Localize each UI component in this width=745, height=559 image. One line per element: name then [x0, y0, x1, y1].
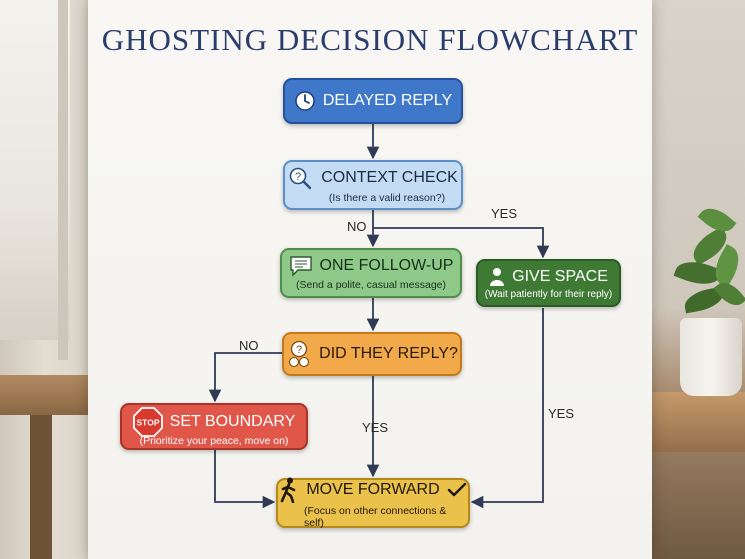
node-did-they-reply: ? DID THEY REPLY? — [282, 332, 462, 376]
edge-label-context-yes: YES — [491, 206, 518, 221]
person-icon — [489, 267, 505, 287]
node-context-check-sub: (Is there a valid reason?) — [328, 192, 446, 204]
node-set-boundary: STOP SET BOUNDARY (Prioritize your peace… — [120, 403, 308, 450]
edge-label-reply-yes: YES — [362, 420, 389, 435]
node-delayed-reply: DELAYED REPLY — [283, 78, 463, 124]
node-move-forward: MOVE FORWARD (Focus on other connections… — [276, 477, 470, 529]
node-give-space-sub: (Wait patiently for their reply) — [484, 288, 613, 300]
background-desk-leg — [30, 415, 52, 559]
stop-sign-icon: STOP — [132, 406, 163, 437]
edge-label-context-no: NO — [347, 219, 367, 234]
edge-label-space-yes: YES — [548, 406, 575, 421]
node-did-they-reply-label: DID THEY REPLY? — [319, 345, 458, 362]
background-shelf — [650, 392, 745, 452]
node-context-check: ? CONTEXT CHECK (Is there a valid reason… — [283, 160, 463, 210]
background-plant-pot — [680, 318, 742, 396]
node-give-space-label: GIVE SPACE — [512, 267, 608, 285]
node-give-space: GIVE SPACE (Wait patiently for their rep… — [476, 259, 621, 307]
question-coins-icon: ? — [286, 340, 312, 368]
node-one-follow-up-sub: (Send a polite, casual message) — [296, 279, 446, 291]
node-move-forward-sub: (Focus on other connections & self) — [304, 505, 447, 529]
walking-person-icon — [279, 477, 299, 503]
svg-text:?: ? — [296, 344, 302, 356]
clock-icon — [294, 90, 316, 112]
node-context-check-label: CONTEXT CHECK — [321, 169, 458, 186]
edge-label-reply-no: NO — [239, 338, 259, 353]
node-move-forward-label: MOVE FORWARD — [306, 481, 440, 498]
stop-sign-text: STOP — [136, 417, 159, 427]
page-title: GHOSTING DECISION FLOWCHART — [101, 22, 639, 57]
edge-boundary-to-forward — [214, 450, 276, 509]
edge-space-to-forward — [470, 308, 544, 509]
magnifier-question-icon: ? — [288, 166, 314, 190]
background-window-frame — [58, 0, 68, 360]
node-set-boundary-label: SET BOUNDARY — [169, 412, 296, 430]
node-one-follow-up-label: ONE FOLLOW-UP — [319, 257, 454, 274]
svg-text:?: ? — [295, 171, 301, 183]
background-desk — [0, 375, 95, 415]
edge-reply-to-boundary — [208, 352, 283, 403]
chat-bubble-icon — [289, 255, 313, 277]
checkmark-icon — [447, 482, 467, 498]
node-one-follow-up: ONE FOLLOW-UP (Send a polite, casual mes… — [280, 248, 462, 298]
edge-context-to-space — [373, 227, 550, 259]
node-delayed-reply-label: DELAYED REPLY — [322, 92, 453, 109]
node-set-boundary-sub: (Prioritize your peace, move on) — [139, 434, 289, 447]
